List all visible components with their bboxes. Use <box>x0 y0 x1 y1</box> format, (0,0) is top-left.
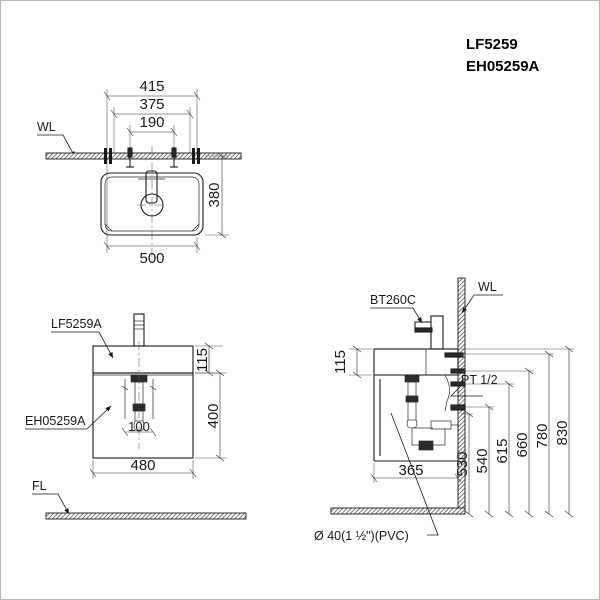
faucet-model-label: BT260C <box>370 293 416 307</box>
plan-basin-outline <box>100 172 204 236</box>
plan-wall-line <box>45 152 242 160</box>
floor-level-label: FL <box>32 479 47 493</box>
elev-floor-line <box>45 512 247 520</box>
plan-basin-inner <box>104 176 200 232</box>
supply-label: PT 1/2 <box>461 373 498 387</box>
side-section-view: WL BT260C 115 <box>314 277 574 543</box>
title-code-1: LF5259 <box>466 36 518 53</box>
front-elevation-view: LF5259A EH05259A 10 <box>25 313 247 520</box>
side-floor-line <box>330 507 466 515</box>
cabinet-model-label: EH05259A <box>25 414 86 428</box>
dim-115-elev: 115 <box>194 348 211 372</box>
plan-faucet-spout <box>145 170 158 204</box>
basin-model-label: LF5259A <box>51 317 102 331</box>
side-faucet <box>414 315 444 350</box>
elev-basin <box>92 345 194 374</box>
dim-780: 780 <box>534 423 551 448</box>
side-wl-label: WL <box>478 280 497 294</box>
dim-500: 500 <box>139 250 164 267</box>
dim-190: 190 <box>139 114 164 131</box>
drain-pipe-label: Ø 40(1 ½")(PVC) <box>314 529 409 543</box>
side-drain-assembly <box>404 349 459 451</box>
dim-375: 375 <box>139 96 164 113</box>
title-code-2: EH05259A <box>466 58 540 75</box>
top-plan-view: 415 375 190 WL <box>37 78 242 267</box>
dim-530: 530 <box>454 451 471 476</box>
dim-100: 100 <box>128 419 150 434</box>
dim-480: 480 <box>130 457 155 474</box>
side-cabinet <box>373 375 458 462</box>
dim-115-side: 115 <box>332 350 349 374</box>
dim-415: 415 <box>139 78 164 95</box>
plan-wl-label: WL <box>37 120 56 134</box>
dim-830: 830 <box>554 420 571 445</box>
dim-400: 400 <box>205 403 222 428</box>
dim-660: 660 <box>514 432 531 457</box>
dim-365: 365 <box>398 462 423 479</box>
elev-cabinet <box>92 372 194 459</box>
dim-540: 540 <box>474 448 491 473</box>
dim-615: 615 <box>494 438 511 463</box>
dim-380: 380 <box>206 182 223 207</box>
